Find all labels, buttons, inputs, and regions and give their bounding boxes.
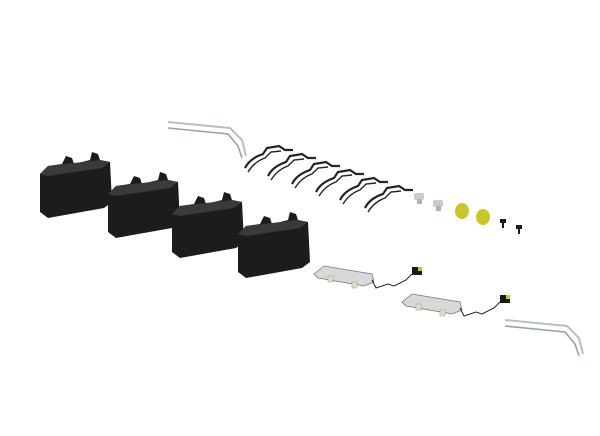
brake-pad-4 (238, 212, 310, 278)
retaining-clip-4 (314, 168, 366, 198)
wear-sensor-2 (401, 293, 511, 317)
wear-sensor-1 (313, 265, 423, 289)
retaining-pin-1 (167, 121, 247, 159)
retaining-pin-2 (504, 319, 584, 357)
bolt-1 (414, 193, 424, 204)
dust-cap-2 (476, 209, 490, 225)
brake-pad-3 (172, 192, 244, 258)
retaining-clip-1 (243, 144, 295, 174)
bolt-2 (433, 200, 443, 211)
retaining-clip-3 (290, 160, 342, 190)
screw-1 (500, 219, 506, 228)
brake-pad-1 (40, 152, 112, 218)
retaining-clip-6 (363, 184, 415, 214)
dust-cap-1 (455, 203, 469, 219)
brake-pad-2 (108, 172, 180, 238)
screw-2 (516, 225, 522, 234)
retaining-clip-2 (266, 152, 318, 182)
